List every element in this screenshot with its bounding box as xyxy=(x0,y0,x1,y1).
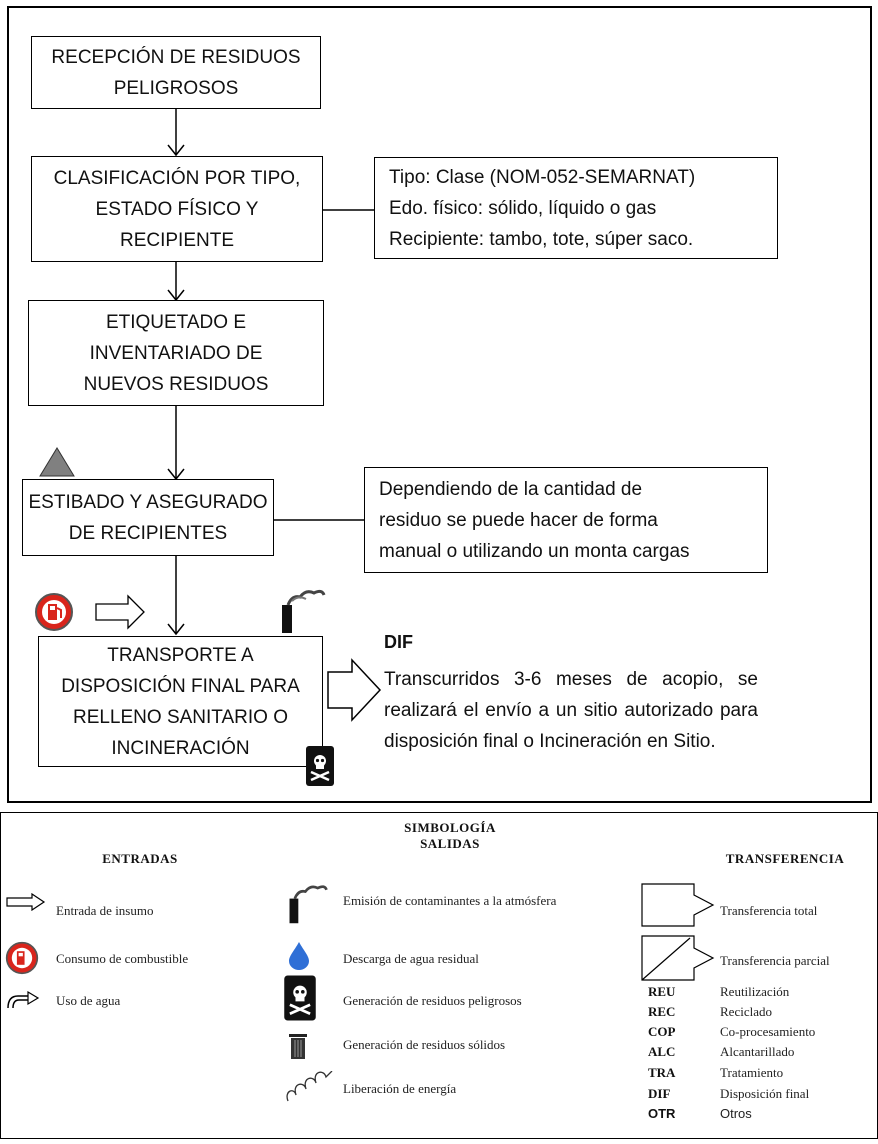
legend-input-label: Entrada de insumo xyxy=(56,903,154,918)
hazardous-barrel-icon xyxy=(284,975,316,1021)
dif-description: Transcurridos 3-6 meses de acopio, se re… xyxy=(384,669,758,752)
entradas-heading: ENTRADAS xyxy=(102,851,178,866)
smokestack-icon xyxy=(282,589,326,633)
code-reu-label: Reutilización xyxy=(720,984,790,999)
code-cop: COP xyxy=(648,1024,676,1039)
code-alc: ALC xyxy=(648,1044,676,1059)
code-otr: OTR xyxy=(648,1106,676,1121)
fuel-icon xyxy=(5,941,39,975)
legend-partial-transfer-label: Transferencia parcial xyxy=(720,953,830,968)
flow-frame xyxy=(7,6,872,803)
legend-water-drop-label: Descarga de agua residual xyxy=(343,951,479,966)
input-arrow-icon xyxy=(6,893,46,911)
smokestack-icon xyxy=(289,885,328,924)
partial-transfer-icon xyxy=(641,935,715,981)
legend-emission-label: Emisión de contaminantes a la atmósfera xyxy=(343,893,557,908)
code-dif-label: Disposición final xyxy=(720,1086,810,1101)
energy-coil-icon xyxy=(286,1071,333,1102)
input-arrow-icon xyxy=(95,594,145,630)
legend-solid-waste-label: Generación de residuos sólidos xyxy=(343,1037,506,1052)
legend-energy-label: Liberación de energía xyxy=(343,1081,457,1096)
code-otr-label: Otros xyxy=(720,1106,752,1121)
code-tra-label: Tratamiento xyxy=(720,1065,784,1080)
code-tra: TRA xyxy=(648,1065,676,1080)
classification-note: Tipo: Clase (NOM-052-SEMARNAT)Edo. físic… xyxy=(374,157,778,259)
total-transfer-icon xyxy=(641,883,715,927)
water-use-icon xyxy=(7,990,40,1009)
dif-title: DIF xyxy=(384,632,413,652)
code-reu: REU xyxy=(648,984,676,999)
hazardous-barrel-icon xyxy=(306,746,334,786)
fuel-icon xyxy=(35,593,73,631)
storage-triangle-icon xyxy=(39,447,75,477)
trash-bin-icon xyxy=(289,1034,307,1059)
legend-total-transfer-label: Transferencia total xyxy=(720,903,818,918)
legend-fuel-label: Consumo de combustible xyxy=(56,951,189,966)
legend-water-use-label: Uso de agua xyxy=(56,993,121,1008)
legend-hazardous-label: Generación de residuos peligrosos xyxy=(343,993,522,1008)
salidas-heading: SALIDAS xyxy=(420,836,480,851)
code-dif: DIF xyxy=(648,1086,671,1101)
flow-connectors xyxy=(39,109,382,722)
legend-title: SIMBOLOGÍA xyxy=(404,820,496,835)
code-alc-label: Alcantarillado xyxy=(720,1044,795,1059)
code-rec: REC xyxy=(648,1004,676,1019)
code-rec-label: Reciclado xyxy=(720,1004,772,1019)
code-cop-label: Co-procesamiento xyxy=(720,1024,816,1039)
transferencia-heading: TRANSFERENCIA xyxy=(725,851,845,866)
water-drop-icon xyxy=(289,942,309,970)
transfer-arrow-icon xyxy=(327,658,382,722)
